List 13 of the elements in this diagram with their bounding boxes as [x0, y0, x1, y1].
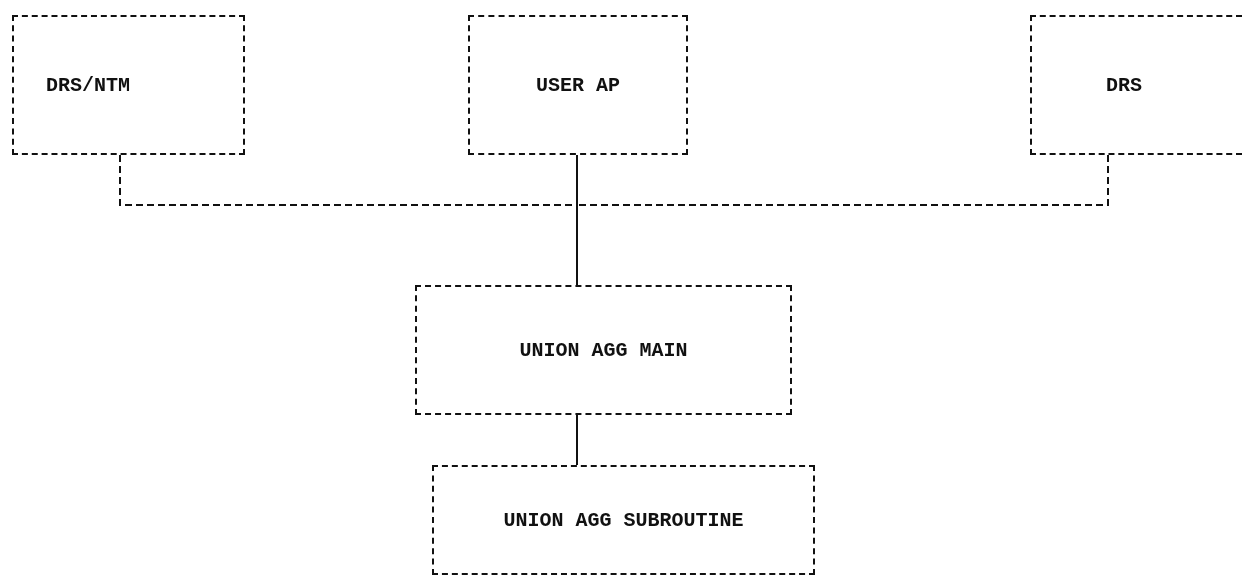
- process-box: [1030, 15, 1242, 155]
- connector-line: [576, 414, 578, 466]
- box-label: UNION AGG SUBROUTINE: [503, 508, 744, 532]
- connector-line: [576, 154, 1109, 286]
- box-label: USER AP: [536, 73, 620, 97]
- box-label: DRS/NTM: [46, 73, 130, 97]
- connector-line: [576, 154, 578, 286]
- process-box: [468, 15, 688, 155]
- box-label: DRS: [1106, 73, 1142, 97]
- process-box: [12, 15, 245, 155]
- process-box: [432, 465, 815, 575]
- box-label: UNION AGG MAIN: [519, 338, 688, 362]
- process-box: [415, 285, 792, 415]
